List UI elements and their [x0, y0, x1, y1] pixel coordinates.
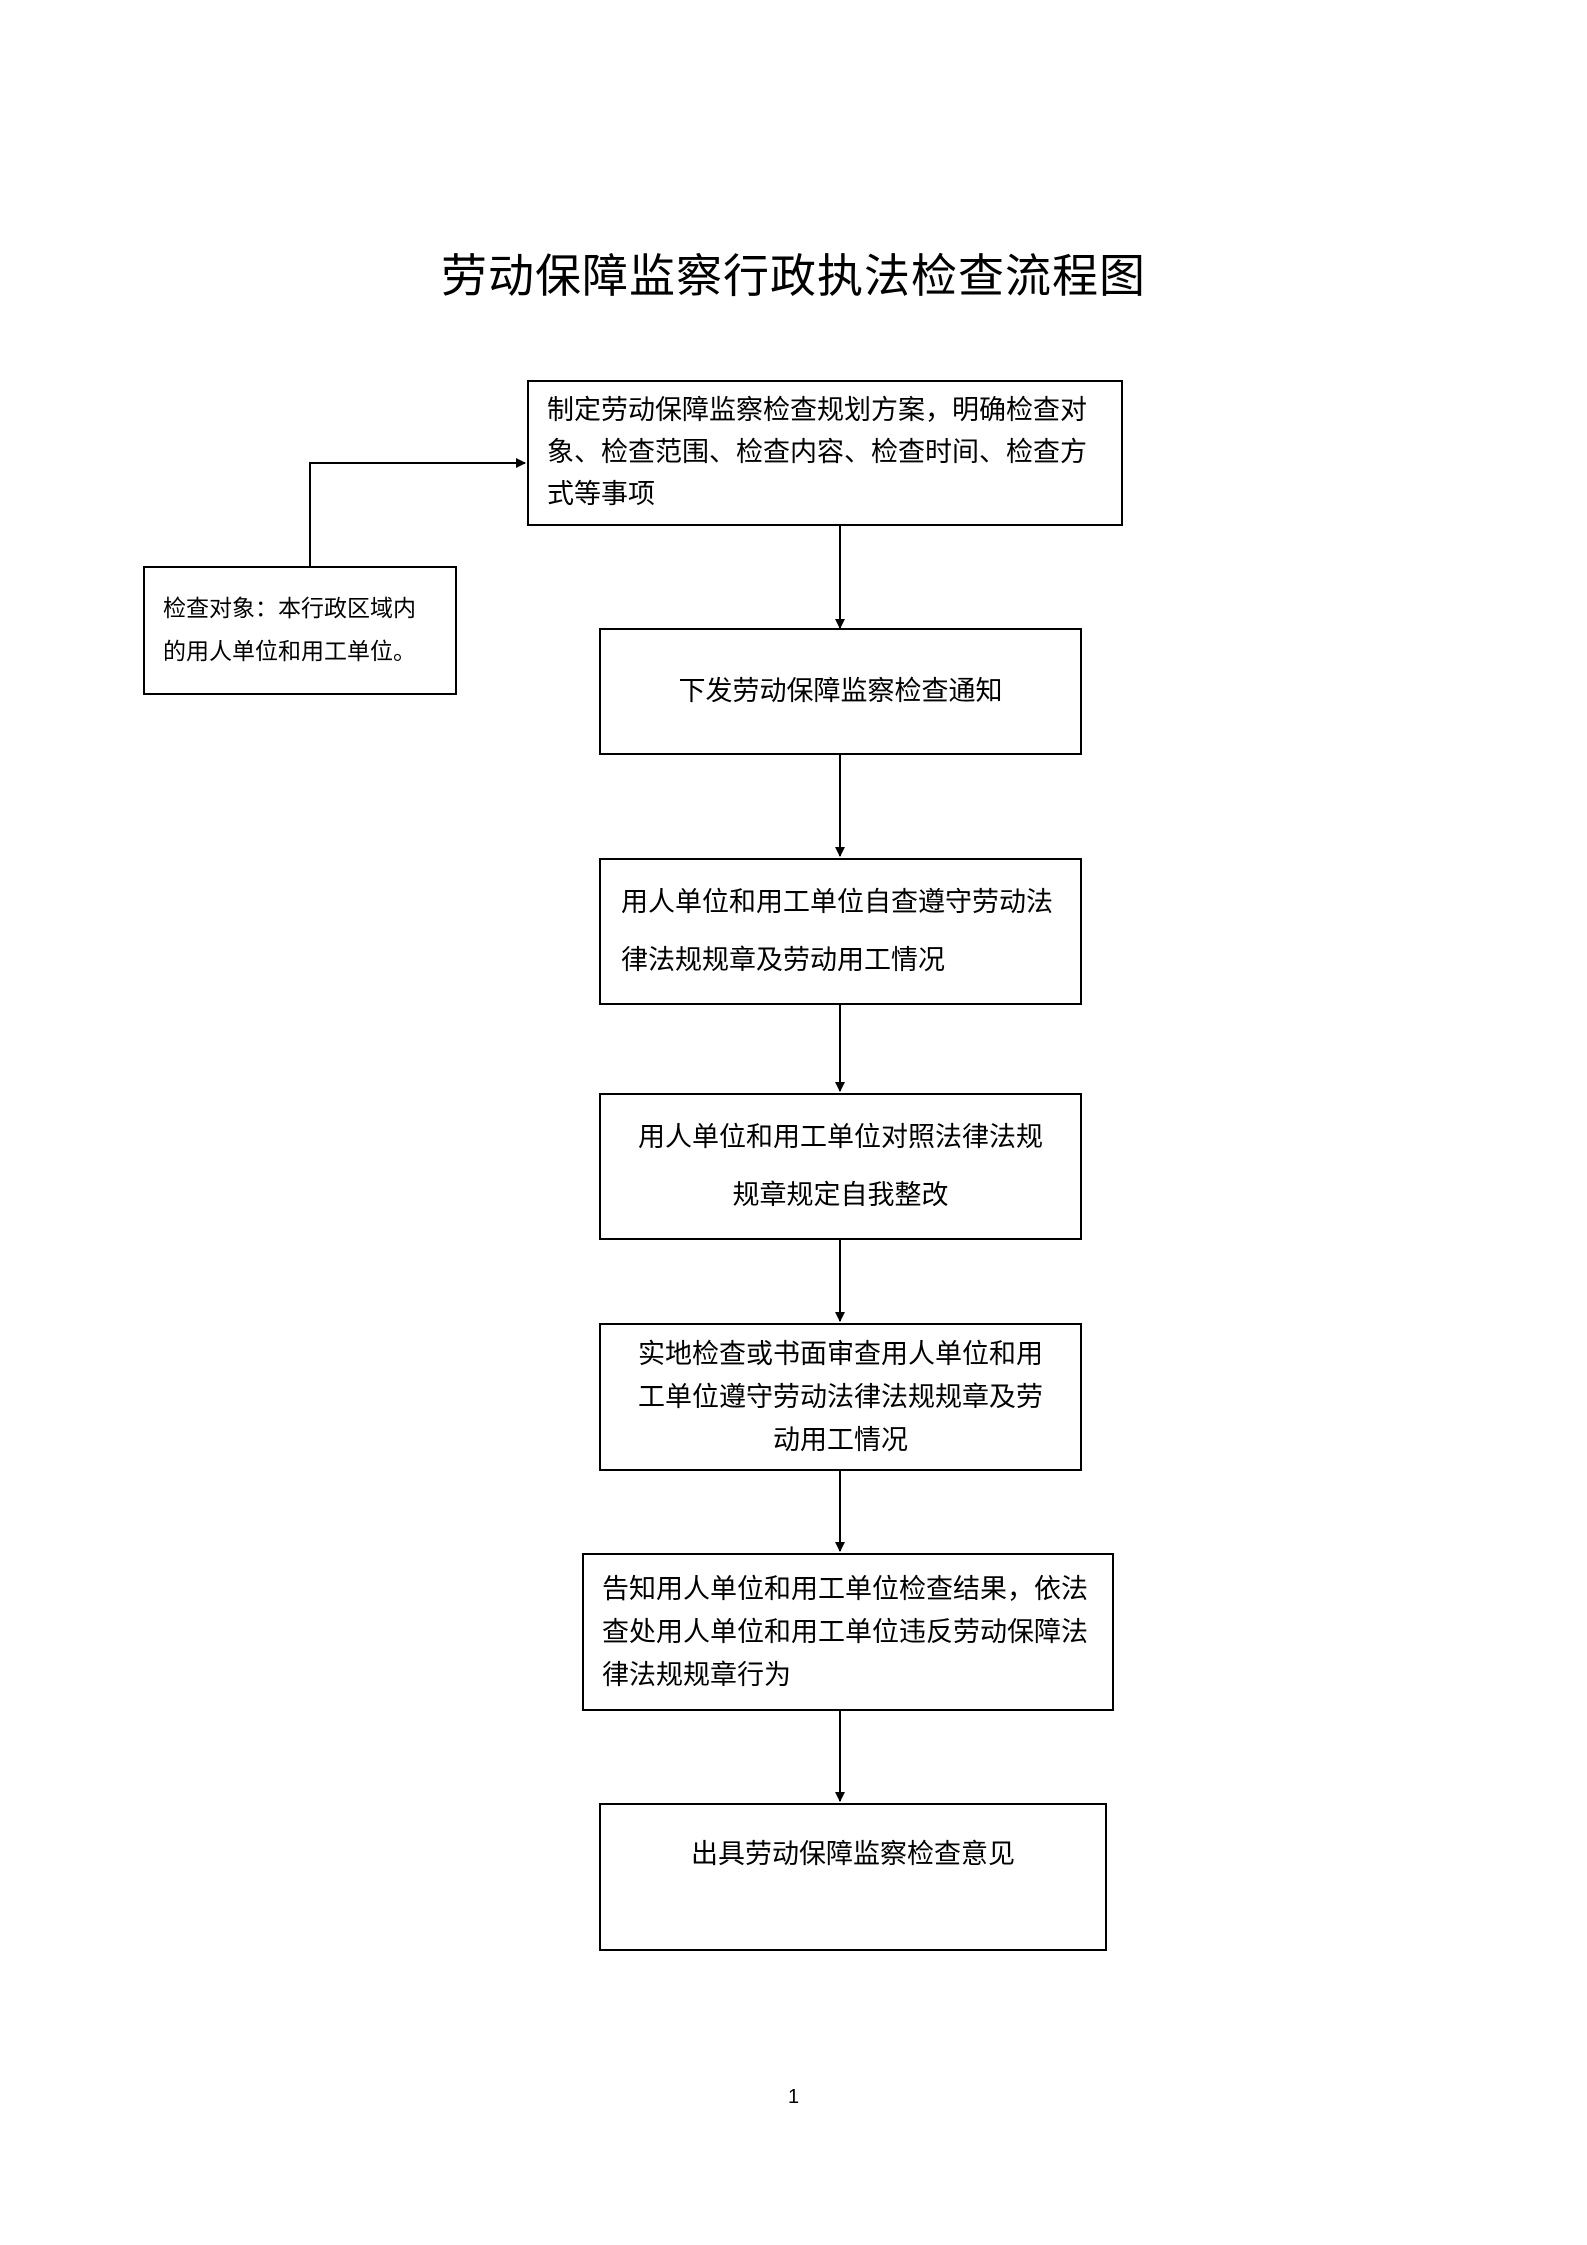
step-self-rectify-text: 用人单位和用工单位对照法律法规规章规定自我整改: [638, 1121, 1043, 1211]
inspection-target-note-box: 检查对象：本行政区域内的用人单位和用工单位。: [143, 566, 457, 695]
step-self-check-text: 用人单位和用工单位自查遵守劳动法律法规规章及劳动用工情况: [621, 886, 1053, 976]
step-result-box: 告知用人单位和用工单位检查结果，依法查处用人单位和用工单位违反劳动保障法律法规规…: [582, 1553, 1114, 1711]
step-self-check-box: 用人单位和用工单位自查遵守劳动法律法规规章及劳动用工情况: [599, 858, 1082, 1005]
step-plan-box: 制定劳动保障监察检查规划方案，明确检查对象、检查范围、检查内容、检查时间、检查方…: [527, 380, 1123, 526]
step-notice-box: 下发劳动保障监察检查通知: [599, 628, 1082, 755]
step-inspection-text: 实地检查或书面审查用人单位和用工单位遵守劳动法律法规规章及劳动用工情况: [638, 1338, 1043, 1456]
page-number: 1: [787, 2086, 800, 2108]
page-title: 劳动保障监察行政执法检查流程图: [441, 249, 1146, 303]
step-inspection-box: 实地检查或书面审查用人单位和用工单位遵守劳动法律法规规章及劳动用工情况: [599, 1323, 1082, 1471]
step-opinion-box: 出具劳动保障监察检查意见: [599, 1803, 1107, 1951]
inspection-target-note-text: 检查对象：本行政区域内的用人单位和用工单位。: [163, 595, 416, 665]
step-notice-text: 下发劳动保障监察检查通知: [678, 676, 1003, 707]
side-note-connector-arrow: [309, 458, 526, 566]
step-opinion-text: 出具劳动保障监察检查意见: [691, 1839, 1015, 1870]
step-result-text: 告知用人单位和用工单位检查结果，依法查处用人单位和用工单位违反劳动保障法律法规规…: [602, 1573, 1088, 1691]
step-plan-text: 制定劳动保障监察检查规划方案，明确检查对象、检查范围、检查内容、检查时间、检查方…: [547, 395, 1087, 510]
step-self-rectify-box: 用人单位和用工单位对照法律法规规章规定自我整改: [599, 1093, 1082, 1240]
